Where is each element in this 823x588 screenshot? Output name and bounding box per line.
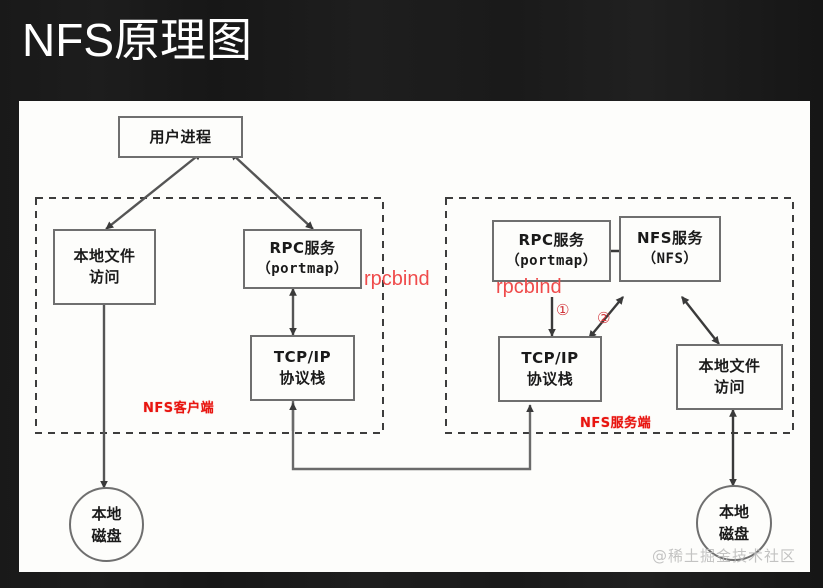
client-rpcbind-annotation: rpcbind: [364, 268, 430, 290]
node-client-rpc-service-label2: （portmap）: [256, 261, 349, 277]
node-server-local-disk-label1: 本地: [718, 503, 749, 521]
node-client-local-disk-label1: 本地: [91, 504, 122, 523]
arrow-server-nfs-to-tcpip-step2: [588, 296, 624, 339]
client-zone-label: NFS客户端: [143, 401, 215, 416]
node-server-nfs-service: NFS服务 （NFS）: [619, 216, 721, 282]
arrow-user-to-client-localfile: [105, 152, 202, 230]
step-two-marker: ②: [597, 309, 611, 327]
node-server-rpc-service: RPC服务 （portmap）: [492, 220, 611, 282]
node-server-tcpip-stack-label1: TCP/IP: [521, 349, 579, 367]
diagram-connectors: [35, 152, 794, 489]
node-server-rpc-service-label1: RPC服务: [518, 231, 585, 249]
server-rpcbind-annotation: rpcbind: [496, 276, 562, 298]
node-server-local-file-access-label1: 本地文件: [698, 357, 761, 375]
watermark: @稀土掘金技术社区: [651, 547, 796, 565]
network-link-client-to-server: [291, 401, 534, 471]
node-user-process-label: 用户进程: [149, 127, 212, 146]
node-client-tcpip-stack: TCP/IP 协议栈: [250, 335, 355, 401]
node-client-local-disk: 本地 磁盘: [69, 487, 144, 562]
node-client-local-disk-label2: 磁盘: [91, 526, 122, 545]
page-title: NFS原理图: [22, 14, 252, 66]
node-client-rpc-service-label1: RPC服务: [269, 239, 336, 257]
server-zone-dashed-box: [445, 197, 794, 434]
node-server-local-file-access: 本地文件 访问: [676, 344, 783, 410]
node-server-tcpip-stack-label2: 协议栈: [526, 370, 574, 388]
node-server-local-file-access-label2: 访问: [713, 378, 745, 396]
node-server-rpc-service-label2: （portmap）: [505, 253, 598, 269]
step-one-marker: ①: [556, 301, 570, 319]
arrow-server-nfs-to-localfile: [681, 296, 720, 345]
node-server-nfs-service-label1: NFS服务: [636, 229, 704, 247]
server-zone-label: NFS服务端: [580, 416, 652, 431]
node-server-local-disk-label2: 磁盘: [718, 525, 749, 543]
node-user-process: 用户进程: [118, 116, 243, 158]
node-client-local-file-access-label2: 访问: [88, 268, 120, 286]
node-client-rpc-service: RPC服务 （portmap）: [243, 229, 362, 289]
client-zone-dashed-box: [35, 197, 384, 434]
node-server-local-disk: 本地 磁盘: [696, 485, 772, 561]
node-client-local-file-access-label1: 本地文件: [73, 247, 136, 265]
node-server-nfs-service-label2: （NFS）: [642, 251, 698, 267]
diagram-panel: 用户进程 本地文件 访问 RPC服务 （portmap） TCP/IP 协议栈 …: [19, 101, 810, 572]
node-client-tcpip-stack-label1: TCP/IP: [273, 348, 332, 366]
node-client-tcpip-stack-label2: 协议栈: [279, 369, 326, 387]
node-client-local-file-access: 本地文件 访问: [53, 229, 156, 305]
node-server-tcpip-stack: TCP/IP 协议栈: [498, 336, 602, 402]
arrow-user-to-client-rpc: [230, 152, 314, 230]
